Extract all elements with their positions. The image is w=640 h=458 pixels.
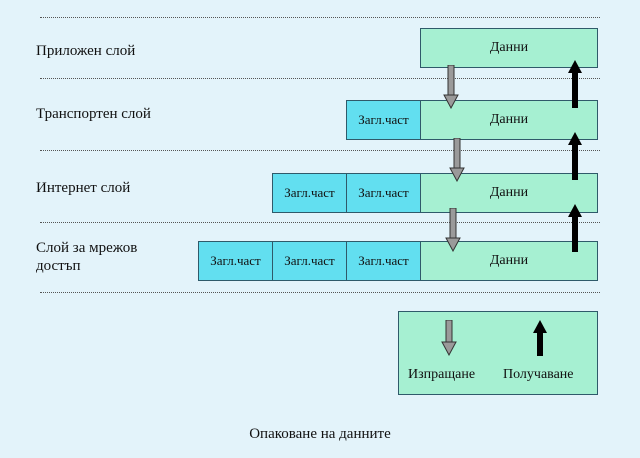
layer-label-internet: Интернет слой	[36, 180, 131, 196]
receive-arrow-up-icon	[568, 60, 582, 108]
receive-arrow-up-icon	[568, 132, 582, 180]
header-box-internet-1: Загл.част	[272, 173, 347, 213]
layer-label-transport: Транспортен слой	[36, 106, 151, 122]
legend-receive-label: Получаване	[503, 367, 574, 382]
separator-line	[40, 292, 600, 293]
header-box-network-2: Загл.част	[272, 241, 347, 281]
layer-label-application: Приложен слой	[36, 43, 136, 59]
header-box-network-3: Загл.част	[346, 241, 421, 281]
data-box-transport: Данни	[420, 100, 598, 140]
send-arrow-down-icon	[443, 65, 459, 109]
send-arrow-down-icon	[441, 320, 457, 356]
send-arrow-down-icon	[445, 208, 461, 252]
data-box-application: Данни	[420, 28, 598, 68]
separator-line	[40, 17, 600, 18]
send-arrow-down-icon	[449, 138, 465, 182]
header-box-network-1: Загл.част	[198, 241, 273, 281]
diagram-caption: Опаковане на данните	[249, 426, 391, 442]
receive-arrow-up-icon	[533, 320, 547, 356]
layer-label-network-access: Слой за мрежов достъп	[36, 240, 138, 274]
header-box-internet-2: Загл.част	[346, 173, 421, 213]
legend: Изпращане Получаване	[398, 311, 598, 395]
separator-line	[40, 150, 600, 151]
separator-line	[40, 222, 600, 223]
data-box-network: Данни	[420, 241, 598, 281]
header-box-transport: Загл.част	[346, 100, 421, 140]
legend-send-label: Изпращане	[408, 367, 476, 382]
receive-arrow-up-icon	[568, 204, 582, 252]
separator-line	[40, 78, 600, 79]
data-box-internet: Данни	[420, 173, 598, 213]
